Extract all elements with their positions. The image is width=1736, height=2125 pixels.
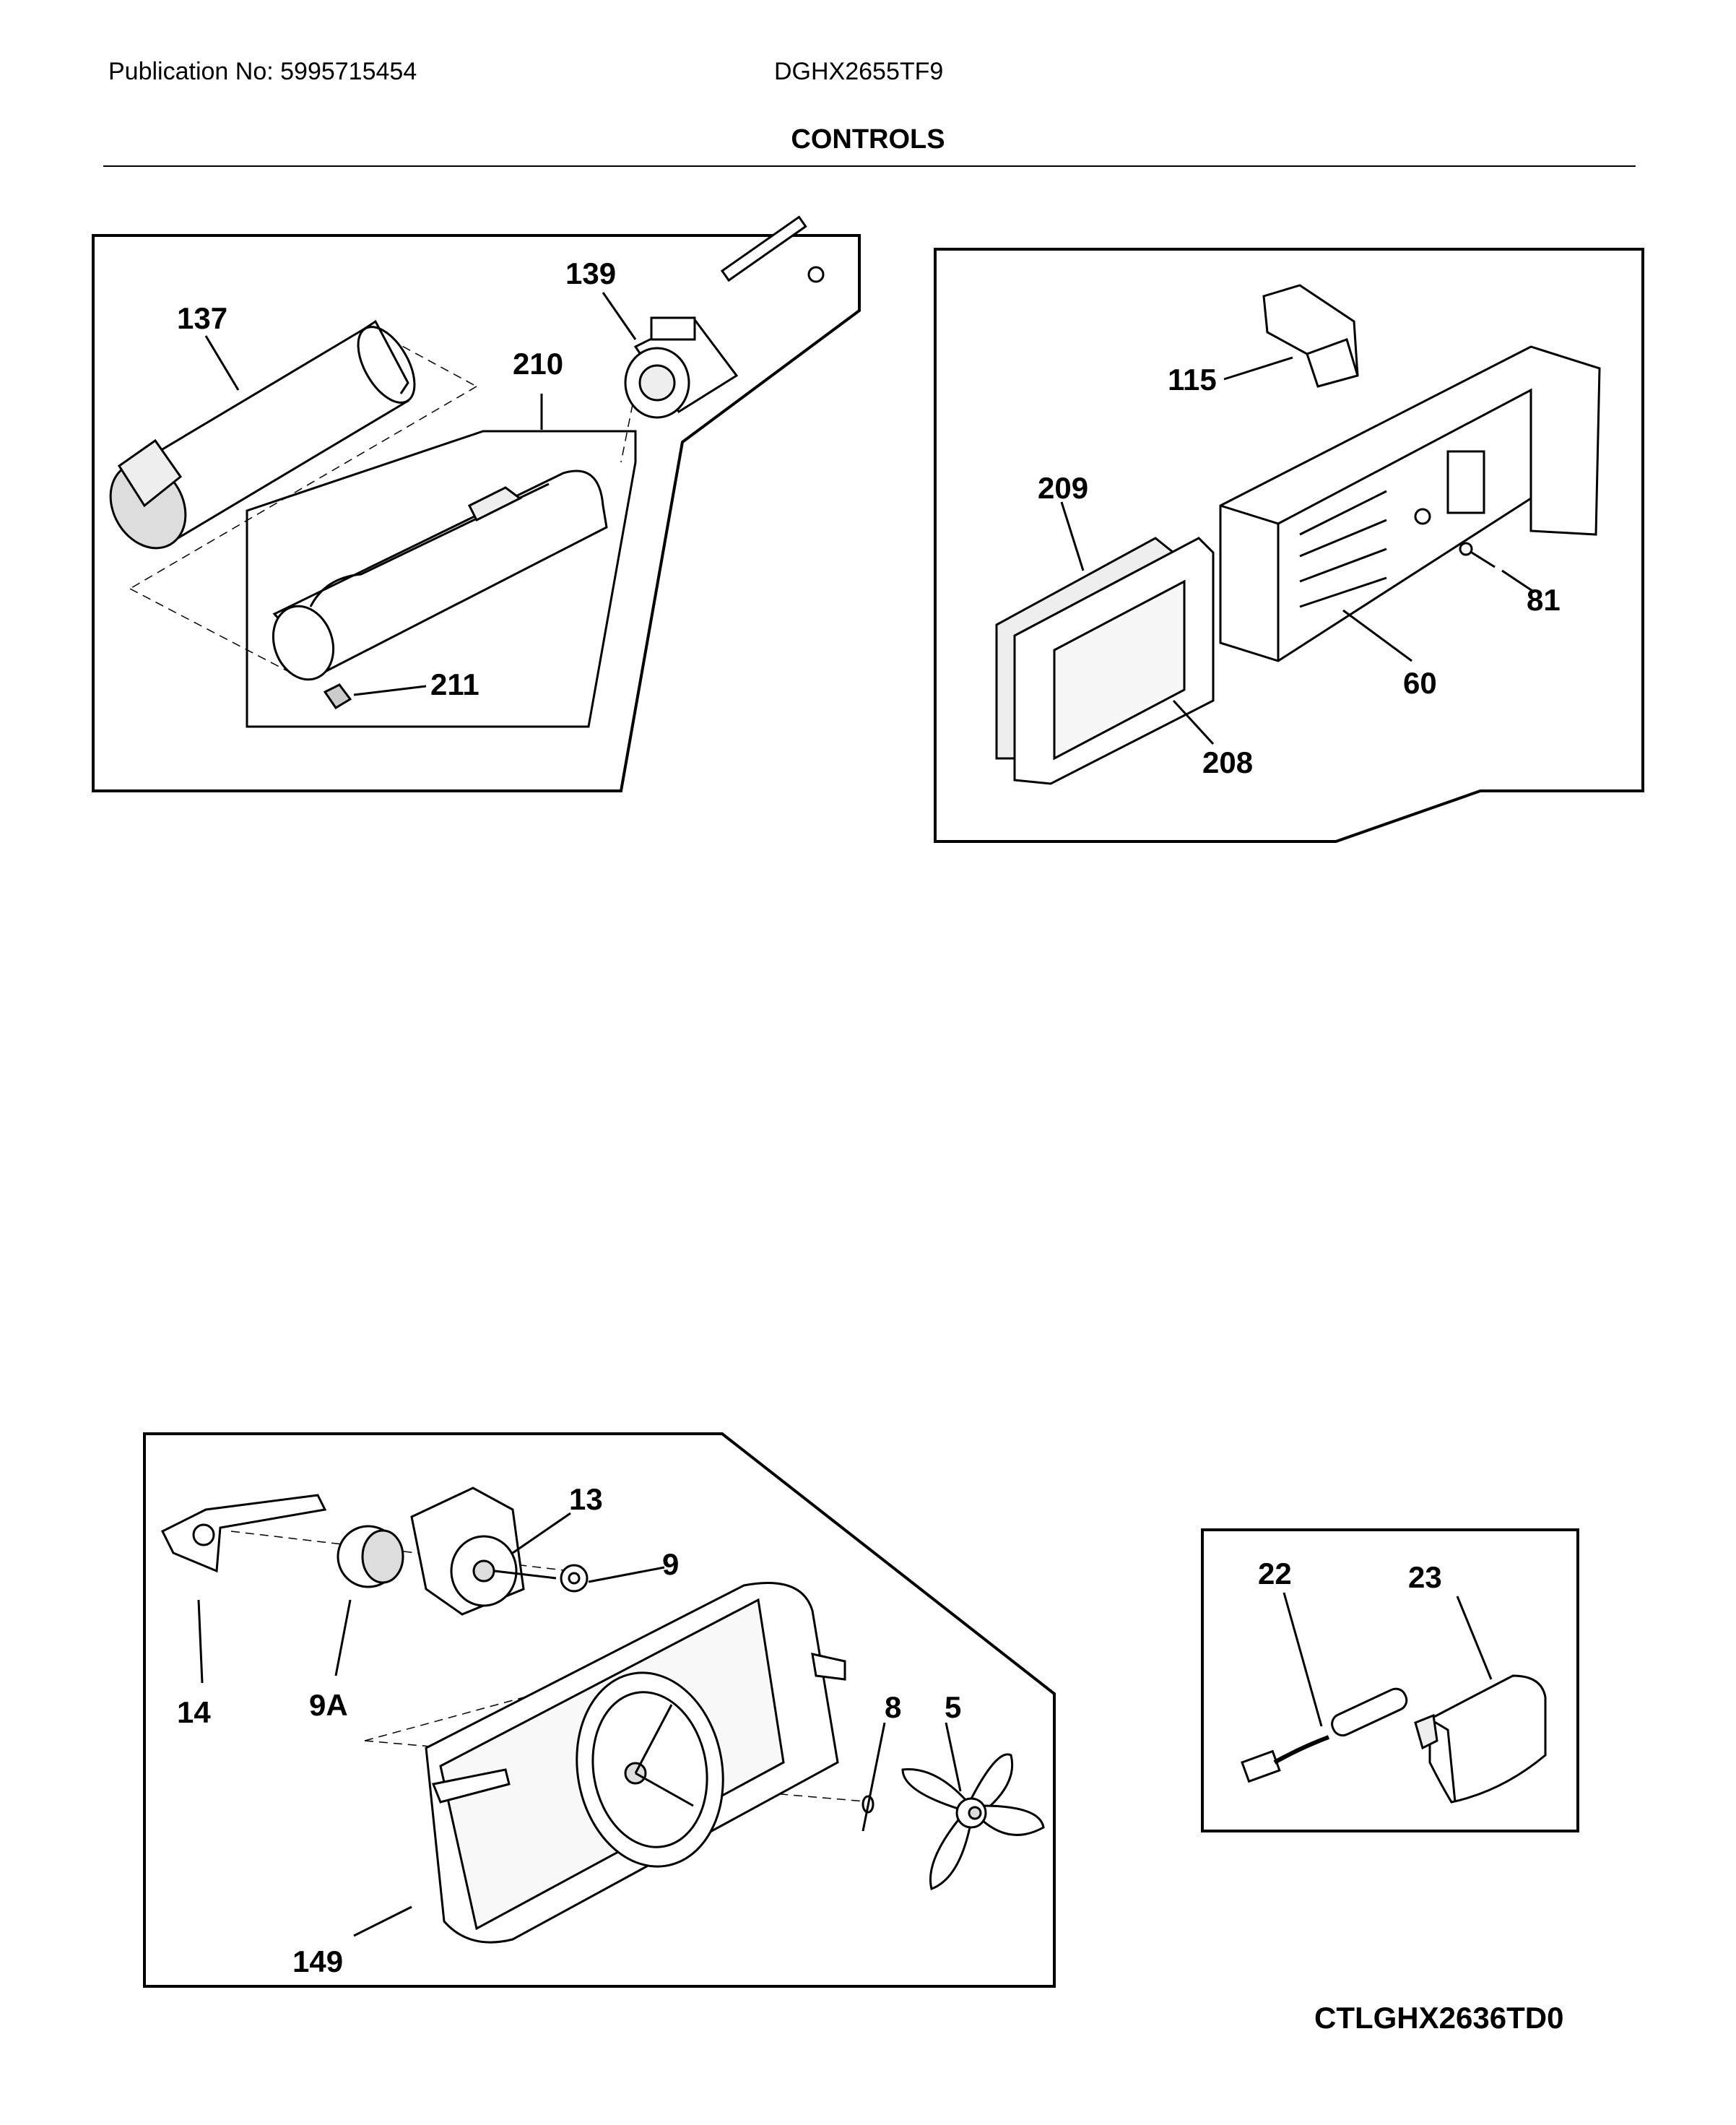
panel-water-filter: 137 139 210 211	[92, 215, 861, 792]
part-label-9A: 9A	[309, 1688, 348, 1722]
part-label-210: 210	[513, 347, 563, 381]
part-label-60: 60	[1403, 666, 1437, 700]
fan-blade-part-5	[901, 1753, 1045, 1890]
air-filter-housing-part-60	[1219, 345, 1601, 662]
fan-shroud-part-149	[425, 1582, 846, 1944]
thermistor-part-22	[1241, 1687, 1408, 1783]
switch-part-115	[1262, 284, 1359, 388]
page-title: CONTROLS	[791, 124, 945, 155]
filter-housing-part-210	[272, 469, 608, 681]
diagram-code: CTLGHX2636TD0	[1314, 2001, 1564, 2035]
part-label-137: 137	[177, 301, 227, 335]
part-label-9: 9	[662, 1547, 679, 1581]
panel-fan-assembly-frame	[143, 1432, 1056, 1988]
part-label-209: 209	[1038, 471, 1088, 505]
screw-part-81	[1459, 542, 1496, 568]
air-filter-frame-part-208	[1013, 537, 1215, 785]
part-label-81: 81	[1527, 583, 1561, 617]
part-label-14: 14	[177, 1695, 211, 1729]
panel-water-filter-frame	[92, 234, 861, 792]
nut-part-9	[560, 1564, 589, 1593]
bracket-part-14	[160, 1494, 327, 1573]
panel-sensor: 22 23	[1201, 1528, 1579, 1832]
clip-part-211	[323, 683, 352, 710]
panel-air-filter: 115 209 81 60 208	[934, 248, 1644, 843]
filter-head-part-139	[624, 215, 825, 419]
motor-part-13	[410, 1486, 557, 1616]
panel-air-filter-frame	[934, 248, 1644, 843]
model-number: DGHX2655TF9	[774, 58, 944, 85]
leaders-panel-fan-assembly	[197, 1512, 962, 1937]
part-label-8: 8	[885, 1690, 901, 1724]
part-label-149: 149	[292, 1944, 343, 1978]
filter-cartridge-part-137	[109, 319, 416, 550]
part-label-5: 5	[945, 1690, 961, 1724]
wheel-part-9A	[337, 1525, 404, 1588]
leaders-panel-sensor	[1283, 1592, 1493, 1727]
cover-part-23	[1414, 1674, 1547, 1804]
filter-housing-inset-frame	[246, 430, 637, 728]
part-label-211: 211	[430, 667, 479, 701]
part-label-23: 23	[1408, 1560, 1442, 1594]
part-label-139: 139	[565, 256, 616, 290]
header-divider	[103, 165, 1636, 167]
leaders-panel-air-filter	[1060, 356, 1535, 745]
fan-alignment-lines	[230, 1531, 874, 1803]
panel-fan-assembly: 13 9 14 9A 8 5 149	[143, 1432, 1056, 1988]
leaders-panel-water-filter	[204, 292, 637, 696]
part-label-22: 22	[1258, 1557, 1292, 1590]
publication-number: Publication No: 5995715454	[108, 58, 417, 85]
part-label-208: 208	[1202, 745, 1253, 779]
part-label-115: 115	[1168, 363, 1217, 397]
panel-sensor-frame	[1201, 1528, 1579, 1832]
alignment-lines	[129, 339, 636, 672]
part-label-13: 13	[569, 1482, 603, 1516]
